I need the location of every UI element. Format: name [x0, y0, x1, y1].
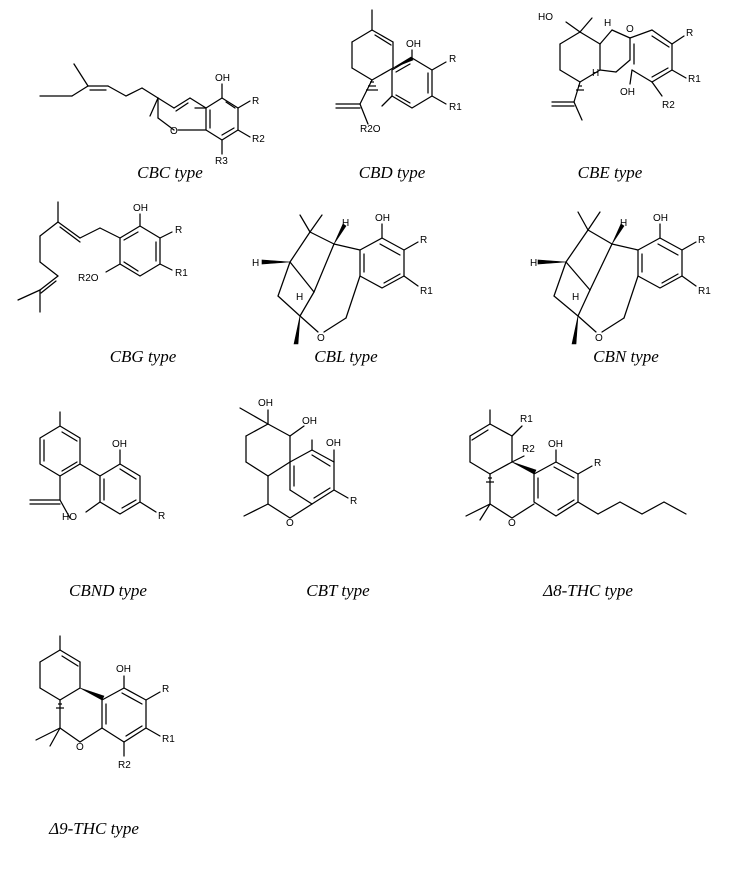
cbl-label-o: O [317, 333, 325, 344]
structure-cbd: OH R R1 R2O CBD type [335, 9, 462, 182]
d9thc-label-r2: R2 [118, 760, 131, 771]
cbc-label-o: O [170, 126, 178, 137]
cbnd-label-r: R [158, 511, 165, 522]
cbe-label-o: O [626, 24, 634, 35]
d8thc-label-r2: R2 [522, 444, 535, 455]
cbe-label-r2: R2 [662, 100, 675, 111]
cbe-label-oh: OH [620, 87, 635, 98]
d8thc-label-r1: R1 [520, 414, 533, 425]
d8thc-label-o: O [508, 518, 516, 529]
cbc-label-r2: R2 [252, 134, 265, 145]
cbn-label-r1: R1 [698, 286, 711, 297]
cbd-label-r1: R1 [449, 102, 462, 113]
structure-cbt: OH OH OH O R CBT type [239, 398, 370, 600]
cbg-label-r2o: R2O [78, 273, 99, 284]
cbd-label-r2o: R2O [360, 124, 381, 135]
structure-d9thc: OH R R1 R2 O Δ9-THC type [35, 635, 175, 838]
cbg-bonds [17, 201, 173, 313]
structure-cbe: HO O H H R R1 R2 OH CBE type [538, 12, 701, 182]
d9thc-label-r1: R1 [162, 734, 175, 745]
structure-cbg: OH R R1 R2O CBG type [17, 201, 188, 366]
cbt-bonds [239, 407, 349, 519]
cbg-label-oh: OH [133, 203, 148, 214]
structure-cbnd: OH HO R CBND type [29, 411, 165, 600]
cbg-label-r1: R1 [175, 268, 188, 279]
cbc-label-r: R [252, 96, 259, 107]
d9thc-label-oh: OH [116, 664, 131, 675]
cbn-label-r: R [698, 235, 705, 246]
cbd-label-oh: OH [406, 39, 421, 50]
cbt-label-oh2: OH [302, 416, 317, 427]
structure-d8thc: R1 R2 OH R O Δ8-THC type [465, 409, 687, 600]
cbl-label-h2: H [252, 258, 259, 269]
cbl-bonds [261, 214, 419, 345]
cbg-caption: CBG type [110, 347, 177, 366]
cbn-label-o: O [595, 333, 603, 344]
cbc-label-oh: OH [215, 73, 230, 84]
cbnd-label-ho: HO [62, 512, 77, 523]
cbt-caption: CBT type [306, 581, 370, 600]
cbe-label-ho: HO [538, 12, 553, 23]
d8thc-label-r: R [594, 458, 601, 469]
d9thc-bonds [35, 635, 161, 757]
cbe-label-r: R [686, 28, 693, 39]
cbt-label-oh1: OH [258, 398, 273, 409]
cbe-label-r1: R1 [688, 74, 701, 85]
cbt-label-o: O [286, 518, 294, 529]
cbl-label-oh: OH [375, 213, 390, 224]
cbn-label-h1: H [620, 218, 627, 229]
structure-cbc: OH R R2 R3 O CBC type [39, 63, 265, 182]
cbl-caption: CBL type [314, 347, 378, 366]
d8thc-bonds [465, 409, 687, 521]
cbc-bonds [39, 63, 251, 155]
cbe-label-h1: H [604, 18, 611, 29]
cbc-label-r3: R3 [215, 156, 228, 167]
cbn-bonds [537, 211, 697, 345]
cbg-label-r: R [175, 225, 182, 236]
d9thc-label-o: O [76, 742, 84, 753]
cbd-label-r: R [449, 54, 456, 65]
d9thc-caption: Δ9-THC type [48, 819, 139, 838]
cbn-label-oh: OH [653, 213, 668, 224]
structure-cbn: H H H OH R R1 O CBN type [530, 211, 711, 366]
cbnd-caption: CBND type [69, 581, 147, 600]
cbd-bonds [335, 9, 447, 125]
cbn-caption: CBN type [593, 347, 659, 366]
cbt-label-r: R [350, 496, 357, 507]
cbl-label-h1: H [342, 218, 349, 229]
d8thc-label-oh: OH [548, 439, 563, 450]
structure-cbl: H H H OH R R1 O CBL type [252, 213, 433, 366]
cbn-label-h3: H [572, 292, 579, 303]
cbnd-bonds [29, 411, 157, 519]
cbe-bonds [551, 17, 687, 121]
cbl-label-r1: R1 [420, 286, 433, 297]
d9thc-label-r: R [162, 684, 169, 695]
cbe-caption: CBE type [578, 163, 643, 182]
cbt-label-oh3: OH [326, 438, 341, 449]
cbnd-label-oh: OH [112, 439, 127, 450]
cbl-label-r: R [420, 235, 427, 246]
cbc-caption: CBC type [137, 163, 203, 182]
cbl-label-h3: H [296, 292, 303, 303]
cbe-label-h2: H [592, 68, 599, 79]
cbn-label-h2: H [530, 258, 537, 269]
cbd-caption: CBD type [359, 163, 426, 182]
d8thc-caption: Δ8-THC type [542, 581, 633, 600]
